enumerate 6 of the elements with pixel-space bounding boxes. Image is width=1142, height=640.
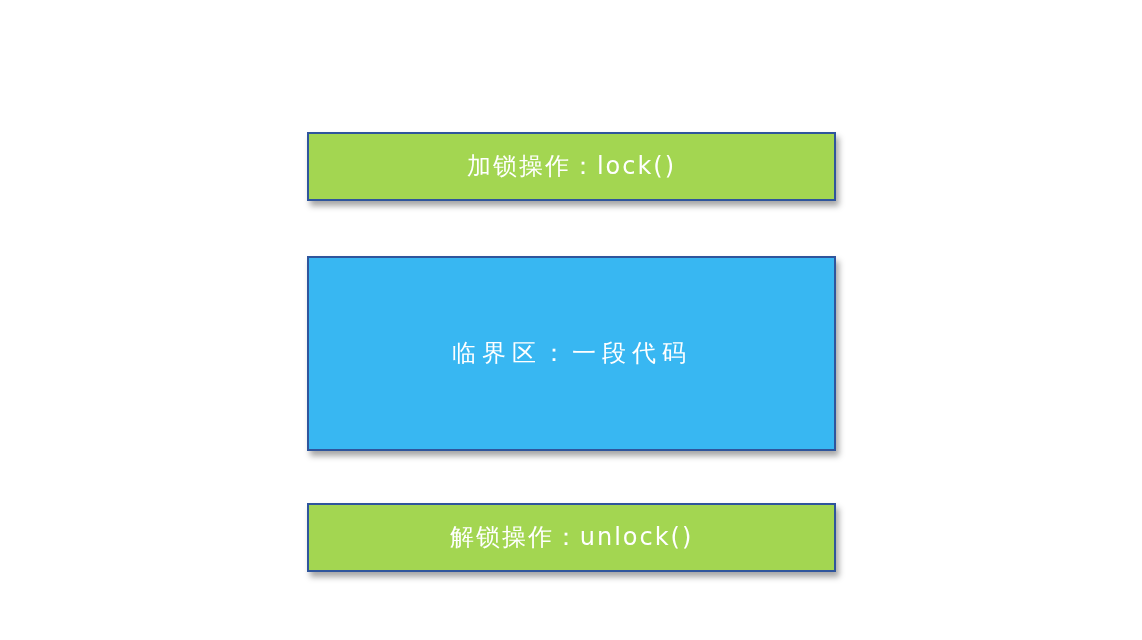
box-label: 加锁操作：lock() <box>466 152 677 181</box>
process-box <box>307 132 836 201</box>
box-label: 解锁操作：unlock() <box>449 523 694 552</box>
process-box <box>307 256 836 451</box>
process-box <box>307 503 836 572</box>
box-label: 临界区：一段代码 <box>451 339 692 368</box>
